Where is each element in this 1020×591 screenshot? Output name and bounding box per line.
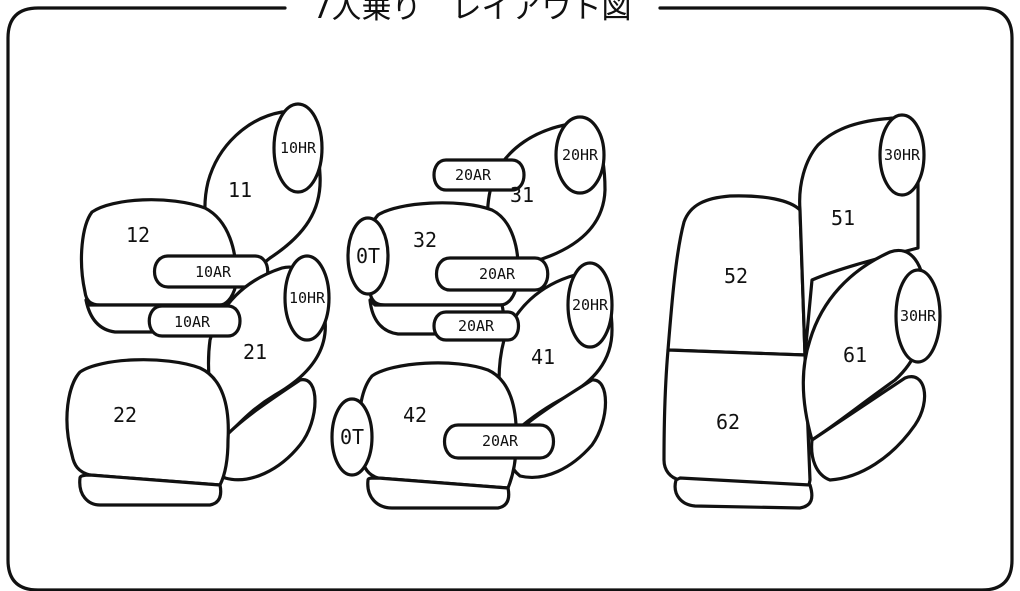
label-52: 52: [724, 264, 748, 288]
seat-22-cushion: [65, 358, 230, 487]
seat-labels: 10HR 11 12 10AR 10HR 10AR 21 22 20AR 20H…: [113, 139, 937, 450]
label-20ar-c: 20AR: [458, 317, 495, 335]
armrest-20ar-d: [443, 423, 555, 460]
ottoman-0t-b: [330, 397, 374, 477]
front-row-seats: [65, 102, 331, 507]
headrest-10hr-a: [272, 102, 324, 194]
armrest-20ar-a: [432, 158, 526, 192]
armrest-10ar-b: [147, 304, 242, 338]
label-31: 31: [510, 183, 534, 207]
seat-52-backrest: [666, 194, 807, 357]
label-21: 21: [243, 340, 267, 364]
headrest-20hr-a: [554, 115, 606, 195]
label-20hr-a: 20HR: [562, 146, 599, 164]
label-20ar-b: 20AR: [479, 265, 516, 283]
label-22: 22: [113, 403, 137, 427]
label-30hr-b: 30HR: [900, 307, 937, 325]
armrest-20ar-c: [432, 310, 521, 342]
headrest-30hr-a: [878, 113, 926, 197]
label-32: 32: [413, 228, 437, 252]
label-0t-b: 0T: [340, 425, 364, 449]
label-0t-a: 0T: [356, 244, 380, 268]
label-10hr-b: 10HR: [289, 289, 326, 307]
label-51: 51: [831, 206, 855, 230]
label-11: 11: [228, 178, 252, 202]
seat-42-front-edge: [366, 476, 511, 510]
label-20hr-b: 20HR: [572, 296, 609, 314]
diagram-title: 7人乗り レイアウト図: [312, 0, 631, 26]
label-61: 61: [843, 343, 867, 367]
ottoman-0t-a: [346, 216, 390, 296]
label-20ar-a: 20AR: [455, 166, 492, 184]
headrest-30hr-b: [894, 268, 942, 364]
headrest-20hr-b: [566, 261, 614, 349]
label-10ar-a: 10AR: [195, 263, 232, 281]
label-10ar-b: 10AR: [174, 313, 211, 331]
rear-bench-seats: [662, 113, 942, 510]
seat-22-front-edge: [78, 473, 223, 507]
label-12: 12: [126, 223, 150, 247]
middle-row-seats: [330, 115, 614, 510]
label-42: 42: [403, 403, 427, 427]
seat-61-backrest: [801, 249, 927, 442]
frame-outline: [6, 6, 1014, 591]
headrest-10hr-b: [283, 254, 331, 342]
label-30hr-a: 30HR: [884, 146, 921, 164]
armrest-20ar-b: [435, 256, 550, 292]
label-10hr-a: 10HR: [280, 139, 317, 157]
seat-62-front-edge: [673, 476, 814, 510]
seat-12-cushion: [79, 198, 238, 307]
seat-61-side: [810, 375, 927, 482]
label-20ar-d: 20AR: [482, 432, 519, 450]
label-41: 41: [531, 345, 555, 369]
label-62: 62: [716, 410, 740, 434]
